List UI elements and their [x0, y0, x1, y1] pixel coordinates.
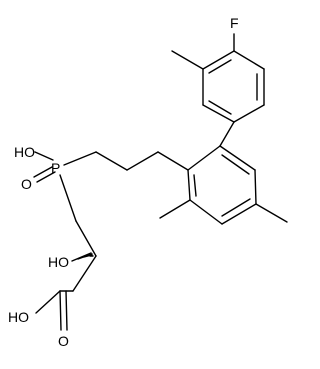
bond [126, 151, 159, 171]
double-bond-inner [208, 59, 232, 74]
c-o-double-bond [65, 290, 68, 331]
bond [219, 145, 256, 171]
bond [202, 104, 235, 123]
stereo-hashed-bond [71, 252, 92, 262]
phosphinic-acid-group [33, 151, 77, 222]
methyl-bond [159, 199, 191, 219]
phosphorus-label: P [51, 160, 60, 176]
bond [72, 255, 97, 292]
p-o-double-bond [36, 171, 56, 183]
structure-diagram: F P HO O HO HO O [8, 15, 288, 349]
fluorine-label: F [230, 15, 239, 31]
bond [189, 199, 223, 225]
phosphinic-hydroxyl-label: HO [14, 144, 35, 160]
propyl-linker [63, 151, 189, 171]
double-bond-inner [221, 154, 250, 175]
bond [233, 50, 265, 70]
carbonyl-oxygen-label: O [58, 333, 69, 349]
bond [63, 151, 97, 166]
double-bond-inner [221, 198, 251, 217]
c-oh-bond [35, 290, 61, 314]
bond [59, 174, 77, 222]
biaryl-bond [219, 121, 235, 147]
p-oh-bond [34, 151, 54, 161]
double-bond-inner [208, 100, 232, 115]
phosphinyl-oxygen-label: O [21, 176, 32, 192]
dimethyl-phenyl-ring [159, 121, 288, 225]
bond [254, 169, 257, 205]
bond [233, 104, 265, 123]
fluoro-methyl-phenyl-ring [171, 33, 265, 123]
bond [75, 220, 97, 257]
bond [187, 169, 191, 201]
bond [187, 145, 221, 171]
methyl-bond [255, 203, 288, 223]
methyl-bond [171, 50, 204, 70]
alcohol-hydroxyl-label: HO [48, 254, 69, 270]
hydroxy-butanoic-acid-chain [35, 220, 97, 331]
molecule-canvas: F P HO O HO HO O [8, 15, 288, 349]
p-o-double-bond [33, 166, 53, 178]
double-bond-inner [193, 174, 197, 197]
bond [202, 50, 235, 70]
bond [157, 151, 189, 171]
c-o-double-bond [59, 290, 62, 331]
bond [221, 203, 257, 225]
acid-hydroxyl-label: HO [8, 309, 29, 325]
bond [95, 151, 128, 171]
